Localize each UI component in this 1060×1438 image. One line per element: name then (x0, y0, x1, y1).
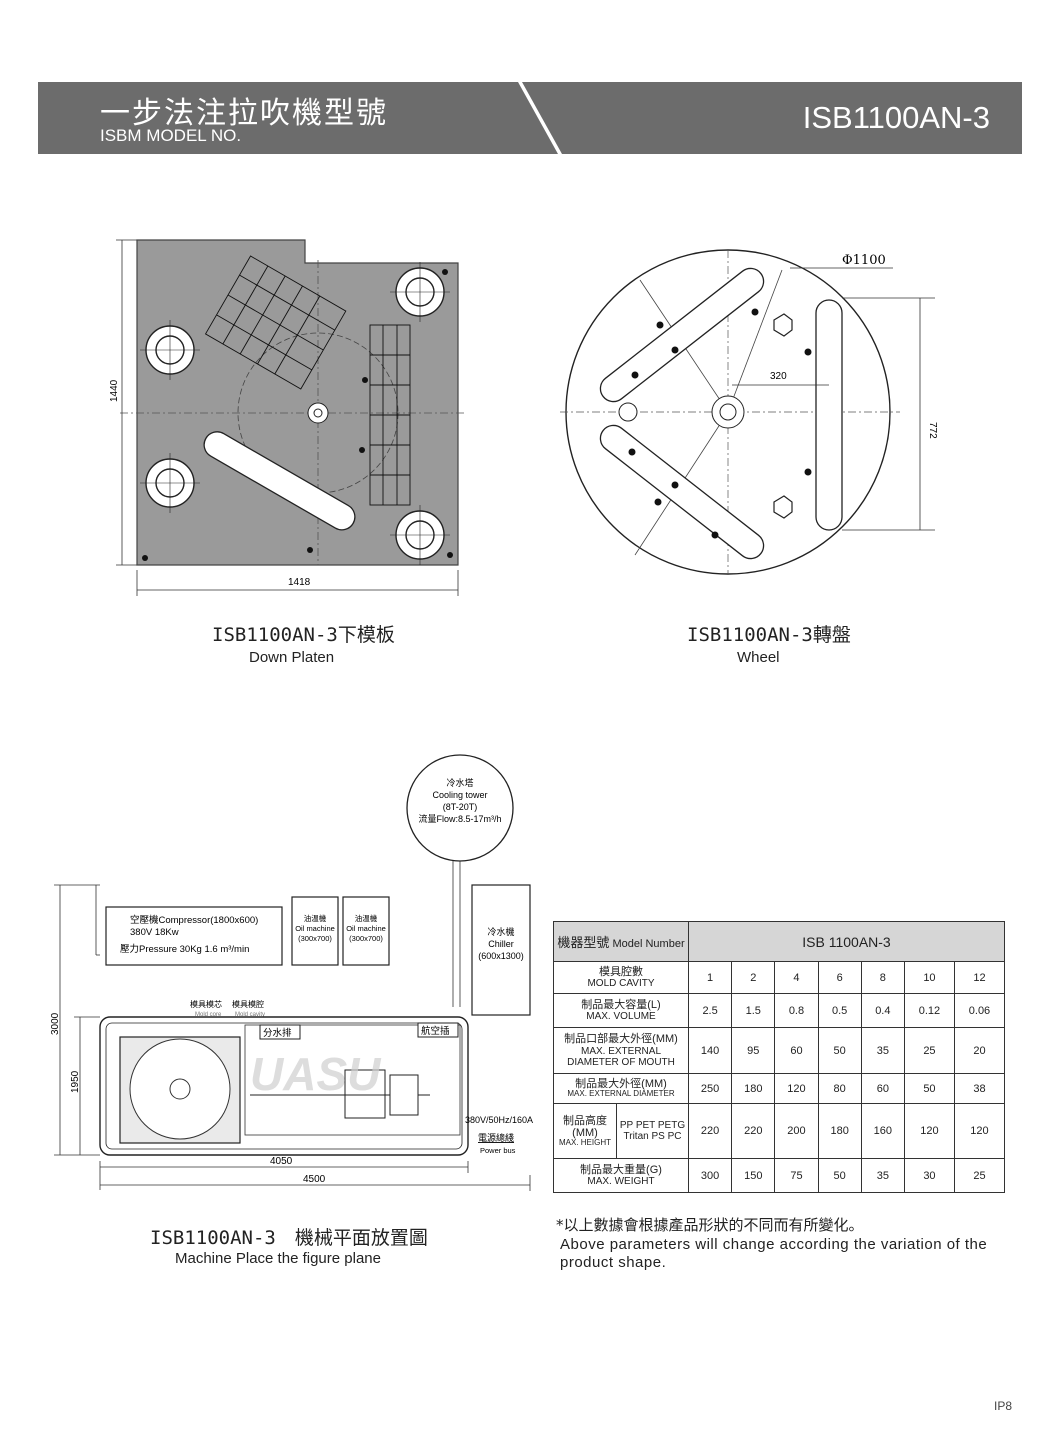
header-title-en: ISBM MODEL NO. (100, 126, 242, 145)
wheel-caption: ISB1100AN-3轉盤 (687, 624, 851, 646)
svg-text:冷水機: 冷水機 (487, 926, 514, 937)
table-header-model: ISB 1100AN-3 (688, 921, 1005, 962)
note-en: Above parameters will change according t… (560, 1236, 988, 1271)
svg-text:空壓機Compressor(1800x600): 空壓機Compressor(1800x600) (130, 914, 258, 926)
svg-text:Chiller: Chiller (488, 939, 514, 949)
distributor-box (259, 1024, 301, 1040)
page-number: IP8 (994, 1399, 1013, 1413)
platen-dim-height: 1440 (109, 379, 120, 402)
svg-text:Cooling tower: Cooling tower (432, 790, 487, 800)
svg-text:航空插: 航空插 (421, 1025, 450, 1037)
svg-text:壓力Pressure 30Kg 1.6 m³/min: 壓力Pressure 30Kg 1.6 m³/min (120, 943, 249, 955)
svg-text:(300x700): (300x700) (349, 934, 383, 943)
svg-text:4050: 4050 (270, 1156, 293, 1167)
svg-text:380V 18Kw: 380V 18Kw (130, 927, 179, 938)
oil-machine-1 (291, 896, 339, 966)
table-row: 制品口部最大外徑(MM)MAX. EXTERNAL DIAMETER OF MO… (553, 1027, 1006, 1074)
svg-text:模具模芯: 模具模芯 (190, 999, 222, 1009)
svg-text:(8T-20T): (8T-20T) (443, 802, 478, 812)
svg-text:1950: 1950 (70, 1070, 81, 1093)
table-header-label: 機器型號 Model Number (553, 921, 689, 962)
svg-text:Oil machine: Oil machine (346, 924, 386, 933)
svg-text:Mold cavity: Mold cavity (235, 1012, 265, 1018)
svg-text:(300x700): (300x700) (298, 934, 332, 943)
svg-text:分水排: 分水排 (263, 1027, 292, 1039)
down-platen-drawing: 1440 1418 (109, 239, 465, 596)
platen-caption-en: Down Platen (249, 649, 335, 666)
air-distributor-box (417, 1022, 459, 1038)
svg-text:冷水塔: 冷水塔 (446, 777, 473, 788)
wheel-caption-en: Wheel (737, 649, 780, 666)
svg-text:Oil machine: Oil machine (295, 924, 335, 933)
svg-text:3000: 3000 (50, 1012, 61, 1035)
oil-machine-2 (342, 896, 390, 966)
svg-text:380V/50Hz/160A: 380V/50Hz/160A (465, 1115, 533, 1125)
header-band-right (522, 82, 1022, 154)
wheel-dim-772: 772 (927, 422, 938, 439)
layout-caption-en: Machine Place the figure plane (175, 1250, 381, 1267)
wheel-diameter: Φ1100 (842, 253, 886, 268)
svg-text:4500: 4500 (303, 1174, 326, 1185)
svg-text:Mold core: Mold core (195, 1012, 222, 1018)
platen-caption: ISB1100AN-3下模板 (212, 624, 395, 646)
svg-text:Power bus: Power bus (480, 1146, 516, 1155)
svg-text:電源總綫: 電源總綫 (478, 1132, 514, 1143)
note-cn: *以上數據會根據產品形狀的不同而有所變化。 (556, 1216, 864, 1234)
layout-caption: ISB1100AN-3 機械平面放置圖 (150, 1227, 428, 1249)
header-title-cn: 一步法注拉吹機型號 (100, 96, 388, 131)
platen-dim-width: 1418 (288, 577, 311, 588)
svg-text:油温機: 油温機 (304, 913, 327, 923)
watermark: UASU (250, 1048, 382, 1100)
svg-text:模具模腔: 模具模腔 (232, 999, 264, 1009)
compressor (105, 906, 283, 966)
header-band-left (38, 82, 558, 154)
header-model: ISB1100AN-3 (802, 100, 990, 135)
machine-layout-drawing: 冷水塔 Cooling tower (8T-20T) 流量Flow:8.5-17… (50, 754, 533, 1191)
table-row: 制品高度(MM)MAX. HEIGHT PP PET PETG Tritan P… (553, 1103, 1006, 1159)
svg-text:流量Flow:8.5-17m³/h: 流量Flow:8.5-17m³/h (418, 813, 501, 824)
svg-text:(600x1300): (600x1300) (478, 951, 524, 961)
chiller (471, 884, 531, 1016)
svg-text:油温機: 油温機 (355, 913, 378, 923)
wheel-drawing: 320 772 Φ1100 (560, 249, 938, 575)
wheel-dim-320: 320 (770, 371, 787, 382)
